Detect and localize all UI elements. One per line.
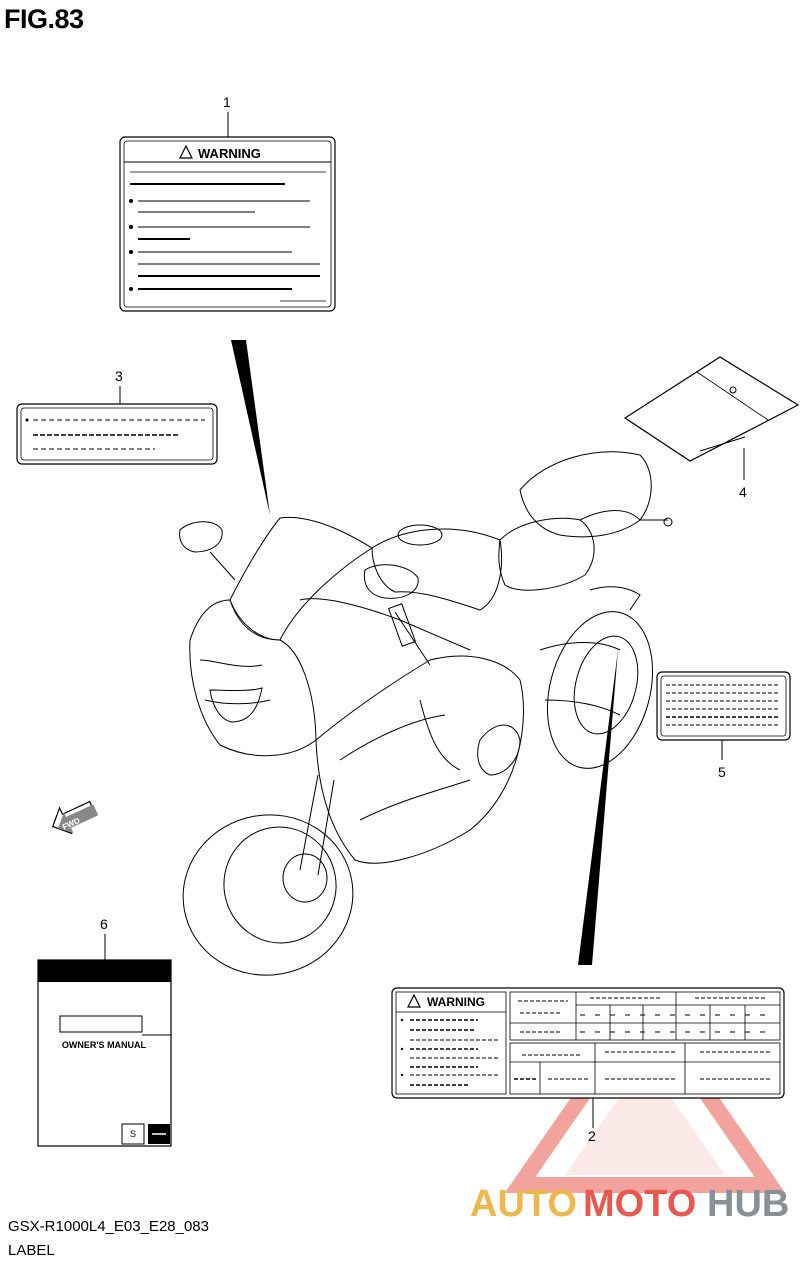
callout-4: 4 <box>739 484 747 500</box>
watermark-hub: HUB <box>707 1183 789 1225</box>
watermark-moto: MOTO <box>583 1183 696 1225</box>
diagram-code: GSX-R1000L4_E03_E28_083 <box>8 1218 209 1235</box>
warning-title-part2: WARNING <box>427 995 485 1009</box>
warning-title-part1: WARNING <box>198 146 261 161</box>
caution-label-part3 <box>16 403 218 465</box>
leader-wedge-top <box>231 340 270 515</box>
motorcycle-outline <box>179 451 673 976</box>
info-label-part5 <box>656 671 791 760</box>
callout-5: 5 <box>718 764 726 780</box>
info-sheet-part4 <box>623 356 800 480</box>
manual-title: OWNER'S MANUAL <box>62 1040 147 1050</box>
owners-manual-part6: S <box>37 959 172 1147</box>
brand-emblem-icon <box>121 1123 145 1145</box>
forward-arrow-icon <box>51 800 99 835</box>
diagram-caption: LABEL <box>8 1242 55 1259</box>
callout-6: 6 <box>100 916 108 932</box>
leader-wedge-bottom <box>578 650 618 965</box>
tire-warning-label-part2 <box>391 987 785 1128</box>
watermark-auto: AUTO <box>470 1183 577 1225</box>
svg-text:S: S <box>130 1129 136 1139</box>
callout-2: 2 <box>588 1128 596 1144</box>
warning-triangle-icon <box>179 144 193 159</box>
callout-3: 3 <box>115 368 123 384</box>
figure-title: FIG.83 <box>4 4 84 34</box>
callout-1: 1 <box>223 94 231 110</box>
warning-label-part1 <box>119 136 336 312</box>
